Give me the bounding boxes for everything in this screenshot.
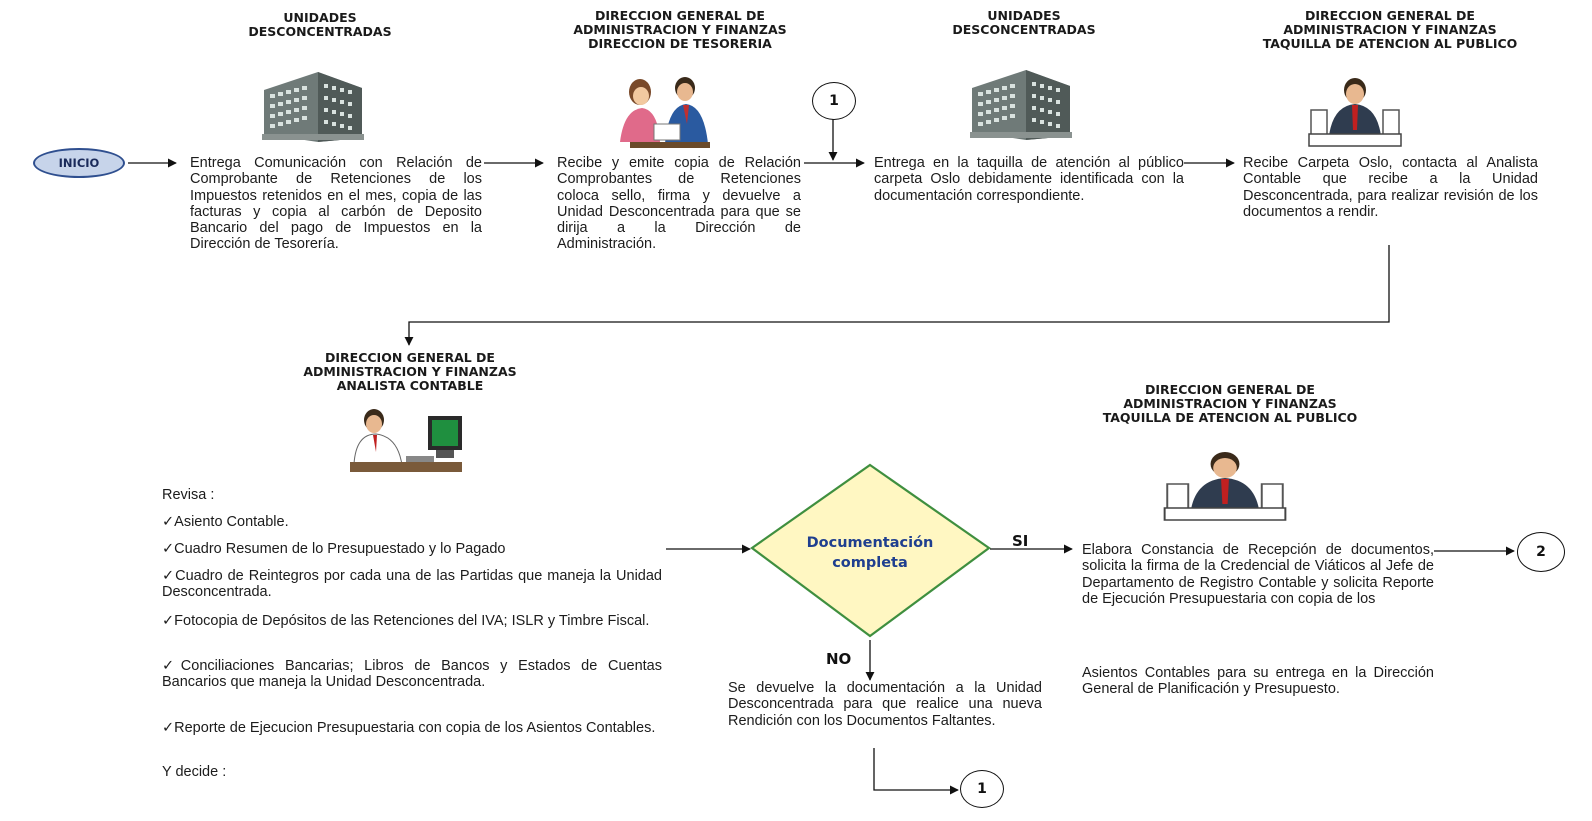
decision-yes-label: SI (1012, 532, 1029, 550)
header-unidades-2: UNIDADES DESCONCENTRADAS (952, 8, 1096, 37)
start-terminal: INICIO (33, 148, 125, 178)
decision-no-label: NO (826, 650, 852, 668)
review-item: ✓Asiento Contable. (162, 514, 289, 530)
step-6-text-b: Asientos Contables para su entrega en la… (1082, 665, 1434, 698)
connector-1-bottom: 1 (960, 770, 1004, 808)
decision-label: Documentación completa (770, 533, 970, 573)
step-2-text: Recibe y emite copia de Relación Comprob… (557, 155, 801, 253)
meeting-people-icon (620, 77, 710, 148)
decision-line-1: Documentación (806, 535, 934, 551)
header-analista: DIRECCION GENERAL DE ADMINISTRACION Y FI… (303, 350, 517, 393)
review-item: ✓Cuadro de Reintegros por cada una de la… (162, 568, 662, 600)
step-1-text: Entrega Comunicación con Relación de Com… (190, 155, 482, 253)
review-outro: Y decide : (162, 764, 227, 780)
arrow-no-to-conn1 (873, 748, 959, 795)
start-label: INICIO (58, 156, 100, 170)
connector-1-top: 1 (812, 82, 856, 120)
clerk-at-desk-icon (1163, 452, 1287, 521)
connector-2: 2 (1517, 532, 1565, 572)
building-icon (970, 70, 1072, 140)
step-4-text: Recibe Carpeta Oslo, contacta al Analist… (1243, 155, 1538, 220)
arrow-s4-to-analyst (404, 245, 1390, 346)
review-item: ✓Cuadro Resumen de lo Presupuestado y lo… (162, 541, 506, 557)
review-item: ✓Fotocopia de Depósitos de las Retencion… (162, 613, 650, 629)
decision-line-2: completa (832, 555, 908, 571)
review-intro: Revisa : (162, 487, 215, 503)
review-item: ✓Reporte de Ejecucion Presupuestaria con… (162, 720, 656, 736)
step-6-text-a: Elabora Constancia de Recepción de docum… (1082, 542, 1434, 607)
header-unidades-1: UNIDADES DESCONCENTRADAS (248, 10, 392, 39)
step-3-text: Entrega en la taquilla de atención al pú… (874, 155, 1184, 204)
analyst-computer-icon (350, 409, 462, 472)
review-item: ✓Conciliaciones Bancarias; Libros de Ban… (162, 658, 662, 690)
header-taquilla-1: DIRECCION GENERAL DE ADMINISTRACION Y FI… (1262, 8, 1518, 51)
clerk-at-desk-icon (1308, 78, 1402, 147)
building-icon (262, 72, 364, 142)
header-tesoreria: DIRECCION GENERAL DE ADMINISTRACION Y FI… (573, 8, 787, 51)
decision-diamond (750, 463, 991, 638)
no-branch-text: Se devuelve la documentación a la Unidad… (728, 680, 1042, 729)
header-taquilla-2: DIRECCION GENERAL DE ADMINISTRACION Y FI… (1102, 382, 1358, 425)
